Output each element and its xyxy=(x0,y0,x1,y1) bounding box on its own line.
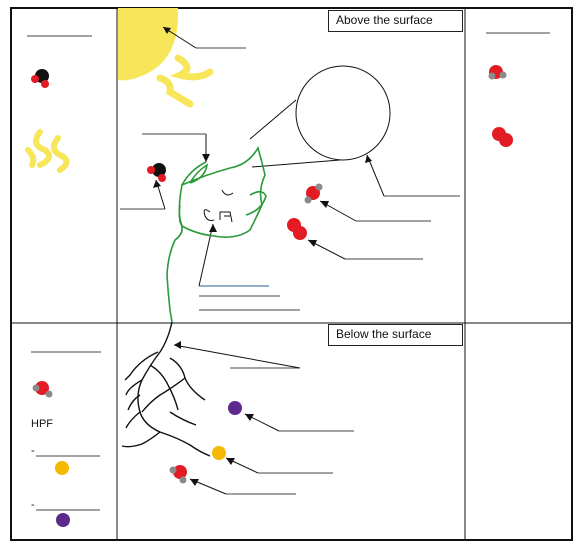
water-molecule-soil xyxy=(169,465,187,484)
diagram-frame xyxy=(10,7,573,541)
arrow-heads xyxy=(153,27,372,486)
yellow-nutrient-key xyxy=(55,461,69,475)
energy-squiggle-left xyxy=(25,129,70,173)
hpf-label: HPF xyxy=(31,418,53,430)
roots xyxy=(121,321,211,457)
arrows xyxy=(155,26,385,495)
sun-shape xyxy=(118,8,179,81)
water-molecule-top-right xyxy=(488,65,507,80)
co2-molecule-left xyxy=(31,69,49,88)
oxygen-molecule-air xyxy=(287,218,307,240)
purple-nutrient-key xyxy=(56,513,70,527)
above-surface-label: Above the surface xyxy=(328,10,463,32)
water-molecule-hpf xyxy=(32,381,53,398)
water-molecule-air xyxy=(304,183,323,204)
plant xyxy=(166,145,267,323)
sun-rays xyxy=(156,54,214,108)
hpf-dash-1: - xyxy=(31,445,35,457)
oxygen-molecule-right xyxy=(492,127,513,147)
zoom-circle xyxy=(295,65,391,161)
zoom-lines xyxy=(249,99,341,168)
hpf-dash-2: - xyxy=(31,499,35,511)
yellow-nutrient-soil xyxy=(212,446,226,460)
plant-face xyxy=(203,189,234,223)
purple-nutrient-soil xyxy=(228,401,242,415)
below-surface-label: Below the surface xyxy=(328,324,463,346)
co2-molecule-plant xyxy=(147,163,166,182)
blank-lines xyxy=(27,32,550,511)
